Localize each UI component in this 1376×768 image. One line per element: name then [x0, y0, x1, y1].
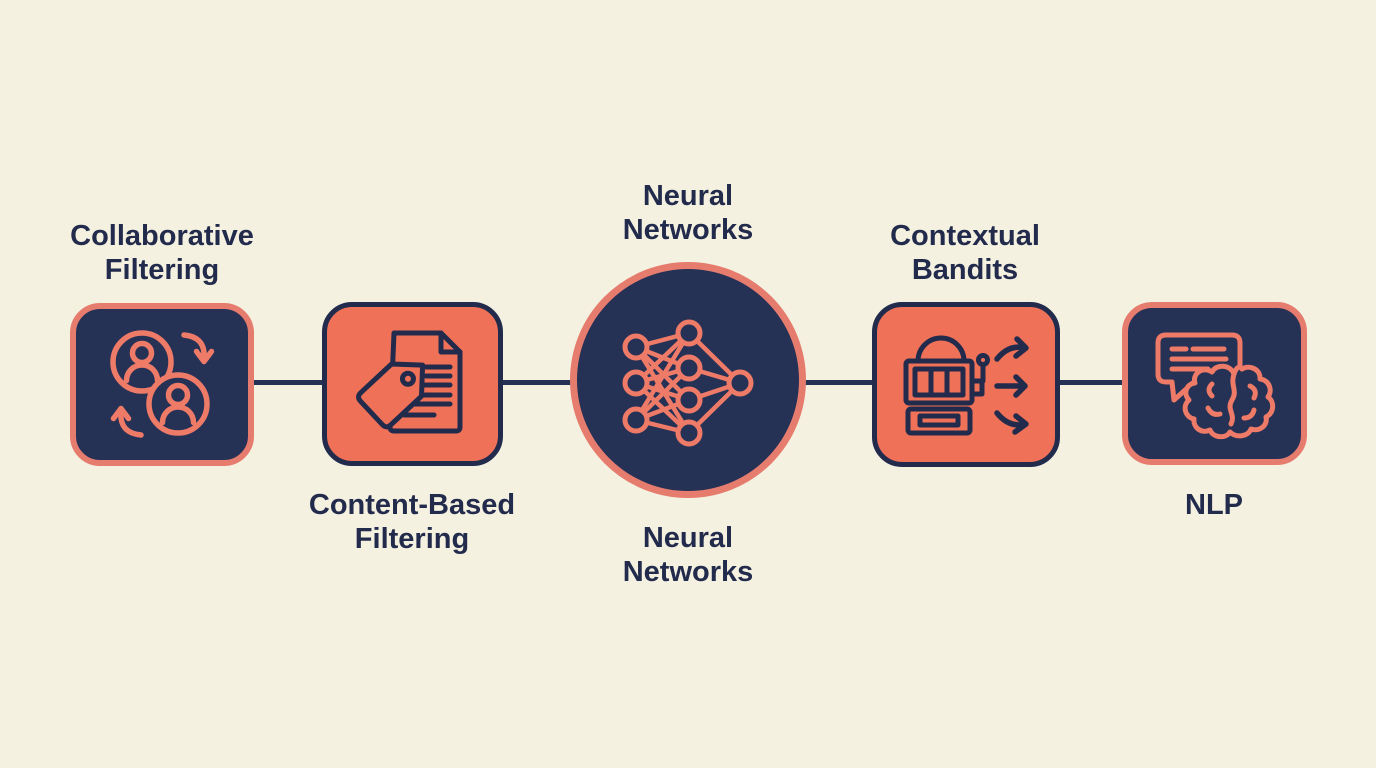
label-line: Filtering — [354, 523, 470, 555]
label-nlp: NLP — [1084, 488, 1344, 522]
chat-brain-icon — [1155, 332, 1275, 439]
label-line: Networks — [622, 556, 754, 588]
node-collaborative-filtering — [70, 303, 254, 466]
label-line: Contextual — [890, 220, 1040, 252]
label-line: NLP — [1185, 489, 1243, 521]
tag-document-icon — [355, 330, 462, 434]
node-nlp — [1122, 302, 1307, 465]
label-content-based-filtering: Content-Based Filtering — [282, 488, 542, 556]
label-collaborative-filtering: Collaborative Filtering — [32, 219, 292, 287]
label-line: Collaborative — [70, 220, 254, 252]
connector-line-2 — [499, 380, 577, 385]
label-line: Bandits — [911, 254, 1019, 286]
neural-network-icon — [622, 319, 754, 447]
node-neural-networks — [570, 262, 806, 498]
label-line: Networks — [622, 214, 754, 246]
connector-line-4 — [1055, 380, 1127, 385]
connector-line-3 — [800, 380, 876, 385]
label-line: Neural — [642, 522, 734, 554]
connector-line-1 — [250, 380, 328, 385]
node-content-based-filtering — [322, 302, 503, 466]
label-contextual-bandits: Contextual Bandits — [835, 219, 1095, 287]
node-contextual-bandits — [872, 302, 1060, 467]
slot-machine-arrows-icon — [903, 335, 1029, 435]
label-neural-networks-bottom: Neural Networks — [558, 521, 818, 589]
label-line: Neural — [642, 180, 734, 212]
label-neural-networks-top: Neural Networks — [558, 179, 818, 247]
label-line: Content-Based — [308, 489, 516, 521]
label-line: Filtering — [104, 254, 220, 286]
users-sync-icon — [109, 329, 214, 438]
